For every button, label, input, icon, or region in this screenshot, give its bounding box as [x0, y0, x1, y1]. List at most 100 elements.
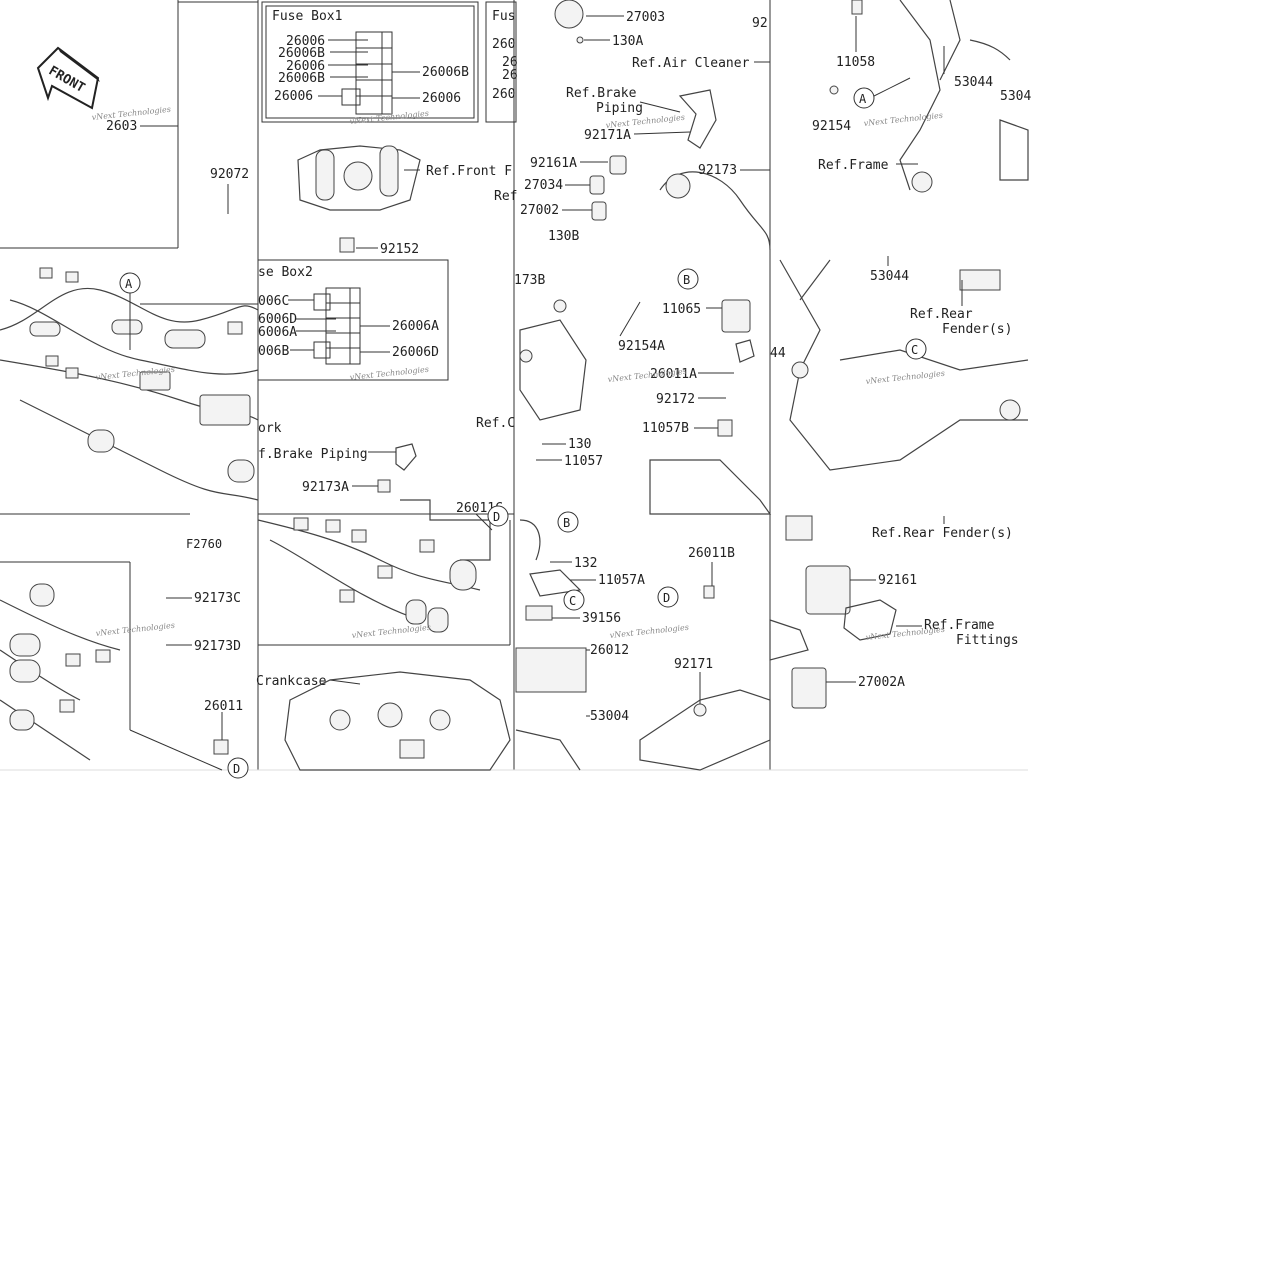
label-ref-frame: Ref.Frame — [818, 158, 889, 173]
fuse-box-1: Fuse Box1 26006 26006B 26006 26006B 2600… — [261, 1, 479, 123]
fuse-box-1-title: Fuse Box1 — [272, 9, 342, 24]
fuse-box-1-label-2: 26006B — [278, 46, 325, 61]
label-92173d: 92173D — [194, 639, 241, 654]
label-53044-b: 53044 — [870, 269, 909, 284]
label-f-brake-piping: f.Brake Piping — [258, 447, 368, 462]
fuse-box-1b-label-2: 26 — [502, 55, 518, 70]
label-ref-front-f: Ref.Front F — [426, 164, 512, 179]
callout-a-2: A — [859, 92, 867, 106]
fuse-box-1b-label-1: 260 — [492, 37, 515, 52]
fuse-box-2-label-4: 006B — [258, 344, 289, 359]
label-5304: 5304 — [1000, 89, 1031, 104]
callout-c-2: C — [569, 594, 576, 608]
fuse-box-2-label-5: 26006A — [392, 319, 439, 334]
fuse-box-2-title: se Box2 — [258, 265, 313, 280]
callout-b-2: B — [563, 516, 570, 530]
fuse-box-2-label-6: 26006D — [392, 345, 439, 360]
label-crankcase: Crankcase — [256, 674, 327, 689]
label-173b: 173B — [514, 273, 545, 288]
fuse-box-2: se Box2 006C 6006D 6006A 006B 26006A 260… — [258, 259, 449, 381]
label-11065: 11065 — [662, 302, 701, 317]
fuse-box-1-label-5: 26006 — [274, 89, 313, 104]
label-11058: 11058 — [836, 55, 875, 70]
fuse-box-2-label-3: 6006A — [258, 325, 297, 340]
callout-d-2: D — [663, 591, 670, 605]
label-92154: 92154 — [812, 119, 851, 134]
callout-c-1: C — [911, 343, 918, 357]
label-ref-c: Ref.C — [476, 416, 515, 431]
label-ork: ork — [258, 421, 282, 436]
label-130: 130 — [568, 437, 591, 452]
tile-frames — [0, 0, 1028, 771]
label-92: 92 — [752, 16, 768, 31]
label-39156: 39156 — [582, 611, 621, 626]
label-piping: Piping — [596, 101, 643, 116]
label-11057: 11057 — [564, 454, 603, 469]
label-26011: 26011 — [204, 699, 243, 714]
label-92072: 92072 — [210, 167, 249, 182]
label-fittings: Fittings — [956, 633, 1019, 648]
leader-lines — [0, 15, 963, 771]
fuse-box-1-label-3: 26006 — [286, 59, 325, 74]
label-44: 44 — [770, 346, 786, 361]
front-arrow-icon: FRONT — [36, 46, 100, 110]
label-26011a: 26011A — [650, 367, 697, 382]
fuse-box-1-label-7: 26006 — [422, 91, 461, 106]
label-11057b: 11057B — [642, 421, 689, 436]
part-drawings — [0, 0, 1029, 771]
label-92172: 92172 — [656, 392, 695, 407]
label-92171a: 92171A — [584, 128, 631, 143]
watermark-8: vNext Technologies — [865, 369, 945, 386]
label-fender-s: Fender(s) — [942, 322, 1012, 337]
label-130b: 130B — [548, 229, 579, 244]
fuse-box-1-label-1: 26006 — [286, 34, 325, 49]
watermark-12: vNext Technologies — [865, 625, 945, 642]
fuse-box-2-label-2: 6006D — [258, 312, 297, 327]
label-130a: 130A — [612, 34, 643, 49]
label-27002: 27002 — [520, 203, 559, 218]
callout-a-1: A — [125, 277, 133, 291]
label-92171: 92171 — [674, 657, 713, 672]
label-ref-frame-2: Ref.Frame — [924, 618, 995, 633]
callout-d-1: D — [493, 510, 500, 524]
label-26011b: 26011B — [688, 546, 735, 561]
label-92161: 92161 — [878, 573, 917, 588]
callout-d-3: D — [233, 762, 240, 776]
label-92173c: 92173C — [194, 591, 241, 606]
watermark-10: vNext Technologies — [351, 623, 431, 640]
fuse-box-1b: Fus 260 26 26 260 — [485, 1, 518, 123]
label-ref-air-cleaner: Ref.Air Cleaner — [632, 56, 750, 71]
watermark-9: vNext Technologies — [95, 621, 175, 638]
label-92173a: 92173A — [302, 480, 349, 495]
fuse-box-1-label-6: 26006B — [422, 65, 469, 80]
label-2603: 2603 — [106, 119, 137, 134]
label-53004: 53004 — [590, 709, 629, 724]
watermark-6: vNext Technologies — [349, 365, 429, 382]
fuse-box-1b-label-3: 26 — [502, 68, 518, 83]
label-92161a: 92161A — [530, 156, 577, 171]
label-ref: Ref — [494, 189, 517, 204]
fuse-box-1-label-4: 26006B — [278, 71, 325, 86]
label-ref-rear: Ref.Rear — [910, 307, 973, 322]
label-26012: 26012 — [590, 643, 629, 658]
label-11057a: 11057A — [598, 573, 645, 588]
fuse-box-1b-label-4: 260 — [492, 87, 515, 102]
label-92152: 92152 — [380, 242, 419, 257]
label-27003: 27003 — [626, 10, 665, 25]
label-ref-brake: Ref.Brake — [566, 86, 637, 101]
callout-b-1: B — [683, 273, 690, 287]
watermarks: vNext Technologies vNext Technologies vN… — [91, 105, 945, 642]
label-92154a: 92154A — [618, 339, 665, 354]
watermark-4: vNext Technologies — [863, 111, 943, 128]
label-27034: 27034 — [524, 178, 563, 193]
label-92173: 92173 — [698, 163, 737, 178]
label-132: 132 — [574, 556, 597, 571]
watermark-11: vNext Technologies — [609, 623, 689, 640]
callouts: A A B B C C D D D — [119, 87, 927, 779]
label-ref-rear-fenders: Ref.Rear Fender(s) — [872, 526, 1013, 541]
fuse-box-1b-title: Fus — [492, 9, 515, 24]
label-53044: 53044 — [954, 75, 993, 90]
fuse-box-2-label-1: 006C — [258, 294, 289, 309]
figure-id: F2760 — [186, 537, 222, 551]
